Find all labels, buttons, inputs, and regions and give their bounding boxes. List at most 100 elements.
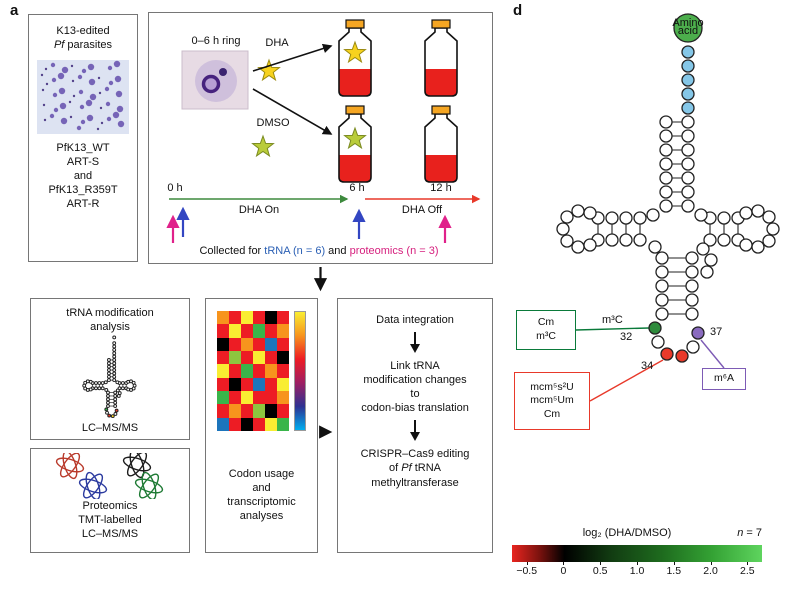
trna-nucleotide (655, 265, 669, 279)
trna-nucleotide (112, 344, 117, 349)
heatmap-cell (229, 364, 241, 378)
parasite-dot (44, 67, 48, 71)
timepoint-12h: 12 h (430, 182, 451, 194)
trna-nucleotide (560, 210, 574, 224)
heatmap-cell (265, 390, 277, 405)
heatmap-cell (241, 404, 253, 418)
colorbar-tick-mark (526, 562, 528, 565)
trna-nucleotide (619, 211, 633, 225)
parasite-dots (40, 60, 125, 131)
heatmap-cell (253, 337, 265, 351)
colorbar-tick-label: 1.5 (666, 565, 682, 577)
trna-nucleotide (571, 240, 585, 254)
trna-nucleotide (107, 371, 111, 376)
parasite-dot (86, 114, 94, 122)
trna-nucleotide (583, 206, 597, 220)
heatmap-cell (253, 311, 265, 325)
heatmap-cell (229, 350, 241, 365)
parasite-dot (51, 77, 57, 83)
trna-nucleotide (655, 279, 669, 293)
purple-box-connector-line (700, 339, 725, 369)
dmso-star-icon (252, 135, 274, 157)
down-arrow-icon (410, 420, 420, 442)
dha-off-label: DHA Off (402, 204, 443, 216)
data-integration-box: Data integration Link tRNA modification … (337, 298, 493, 553)
parasite-dot (108, 80, 114, 86)
heatmap-cell (241, 337, 253, 351)
trna-nucleotide (685, 279, 699, 293)
trna-nucleotide (104, 388, 109, 393)
trna-nucleotide (112, 358, 117, 363)
integration-step3-line2: of Pf tRNA (389, 462, 441, 475)
heatmap-cell (241, 324, 253, 338)
parasite-dot (85, 99, 93, 107)
parasite-dot (99, 106, 103, 110)
parasite-dot (113, 60, 121, 68)
trna-nucleotide (659, 171, 673, 185)
trna-nucleotide (685, 307, 699, 321)
trna-nucleotide (120, 386, 125, 391)
parasite-dot (81, 68, 87, 74)
colorbar-tick-label: −0.5 (516, 565, 538, 577)
dha-on-label: DHA On (239, 204, 279, 216)
timepoint-6h: 6 h (349, 182, 364, 194)
proteomics-line2: TMT-labelled (78, 514, 142, 527)
parasite-dot (76, 125, 82, 131)
parasite-dot (117, 120, 125, 128)
trna-nucleotide (681, 143, 695, 157)
trna-nucleotide (105, 410, 109, 415)
protein-scribble (55, 457, 85, 473)
arrow-to-dmso-flasks (252, 88, 333, 135)
trna-nucleotide (739, 238, 753, 252)
trna-nucleotide (659, 157, 673, 171)
dha-label: DHA (265, 37, 289, 49)
trna-nucleotide (94, 381, 98, 386)
red-modification-box: mcm⁵s²U mcm⁵Um Cm (514, 372, 590, 430)
heatmap-cell (217, 337, 229, 351)
heatmap-cell (241, 390, 253, 405)
protein-scribble (129, 453, 145, 479)
trna-nucleotide (681, 171, 695, 185)
panel-a-label: a (10, 2, 19, 19)
protein-scribbles-icon (55, 453, 164, 499)
trna-nucleotide (94, 386, 98, 391)
colorbar-tick-mark (637, 562, 638, 565)
trna-nucleotide (655, 293, 669, 307)
parasite-dot (40, 73, 44, 77)
trna-nucleotide (633, 233, 647, 247)
trna-nucleotide (685, 251, 699, 265)
trna-nucleotide (655, 251, 669, 265)
purple-modification-box: m⁶A (702, 368, 746, 390)
trna-nucleotide (766, 222, 780, 236)
heatmap-cell (253, 324, 265, 338)
heatmap-cell (241, 377, 253, 391)
culture-flask-icon (424, 19, 458, 97)
heatmap-cell (229, 404, 241, 418)
heatmap-cell (241, 417, 253, 431)
heatmap-cell (241, 364, 253, 378)
heatmap-cell (217, 377, 229, 391)
heatmap-cell (253, 350, 265, 365)
trna-nucleotide (659, 129, 673, 143)
heatmap-colorbar (294, 311, 306, 431)
colorbar-tick-mark (710, 562, 712, 565)
trna-nucleotide (556, 222, 570, 236)
trna-nucleotide (696, 242, 710, 256)
parasite-dot (61, 66, 69, 74)
trna-nucleotide (107, 378, 111, 383)
trna-nucleotide (100, 381, 105, 386)
heatmap-cell (253, 417, 265, 431)
trna-nucleotide (115, 388, 120, 393)
heatmap-grid (217, 311, 289, 431)
trna-nucleotide (112, 378, 117, 383)
down-arrow-icon (410, 332, 420, 354)
heatmap-cell (253, 364, 265, 378)
trna-nucleotide (112, 364, 117, 369)
trna-nucleotide (113, 394, 118, 399)
proteomics-line3: LC–MS/MS (81, 528, 139, 541)
colorbar-tick-label: 1.0 (629, 565, 645, 577)
trna-nucleotide (655, 307, 669, 321)
heatmap-cell (277, 311, 289, 325)
protein-scribble (85, 471, 101, 499)
